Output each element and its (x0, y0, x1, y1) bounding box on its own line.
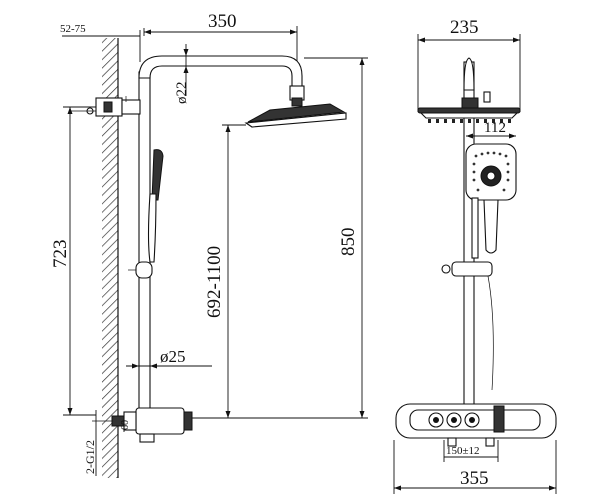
hose (487, 275, 494, 391)
inlet-thread-label: 2-G1/2 (83, 440, 97, 474)
base-offset-label: 60 (120, 420, 131, 430)
rain-head-front (417, 97, 521, 123)
arm-length-label: 350 (208, 11, 237, 32)
inlet-spacing-dimension: 150±12 (443, 437, 499, 462)
wall-gap-label: 52-75 (60, 23, 86, 35)
head-width-dimension: 235 (417, 17, 521, 112)
pipe-dia-bottom-label: ø25 (160, 347, 186, 366)
mixer-body-front (395, 403, 557, 439)
height-left-dimension: 723 (50, 106, 96, 416)
total-height-label: 850 (338, 228, 359, 257)
pipe-dia-top-dimension: ø22 (174, 44, 190, 104)
height-left-label: 723 (50, 240, 71, 269)
wall-hatch (102, 38, 118, 478)
arm-length-dimension: 350 (143, 11, 298, 80)
front-view: 235 112 (393, 17, 557, 494)
wall-bracket (70, 96, 141, 117)
arm-nut (291, 97, 303, 107)
hand-shower-front (465, 143, 517, 259)
pipe-dia-top-label: ø22 (174, 82, 190, 105)
arm-front (463, 57, 475, 91)
inlet-thread-dimension: 2-G1/2 60 (83, 410, 131, 476)
adjust-range-label: 692-1100 (204, 246, 225, 318)
hand-shower-side (128, 149, 164, 279)
head-width-label: 235 (450, 17, 479, 38)
inlet-spacing-label: 150±12 (446, 445, 480, 457)
body-width-dimension: 355 (393, 440, 557, 494)
total-height-dimension: 850 (304, 57, 368, 418)
rain-head-side (244, 112, 347, 128)
body-width-label: 355 (460, 468, 489, 489)
shower-arm (138, 55, 303, 97)
wall-gap-dimension: 52-75 (60, 23, 141, 62)
arm-side-fitting (483, 91, 491, 103)
mixer-body-side (92, 407, 193, 443)
pipe-dia-bottom-dimension: ø25 (126, 347, 212, 369)
slider-bracket (451, 261, 493, 277)
hand-width-label: 112 (484, 120, 506, 136)
hand-width-dimension: 112 (466, 120, 516, 139)
slider-knob (441, 264, 451, 274)
side-view: 52-75 350 ø22 (50, 11, 368, 478)
adjust-range-dimension: 692-1100 (204, 124, 246, 418)
rain-head-top (247, 103, 346, 123)
